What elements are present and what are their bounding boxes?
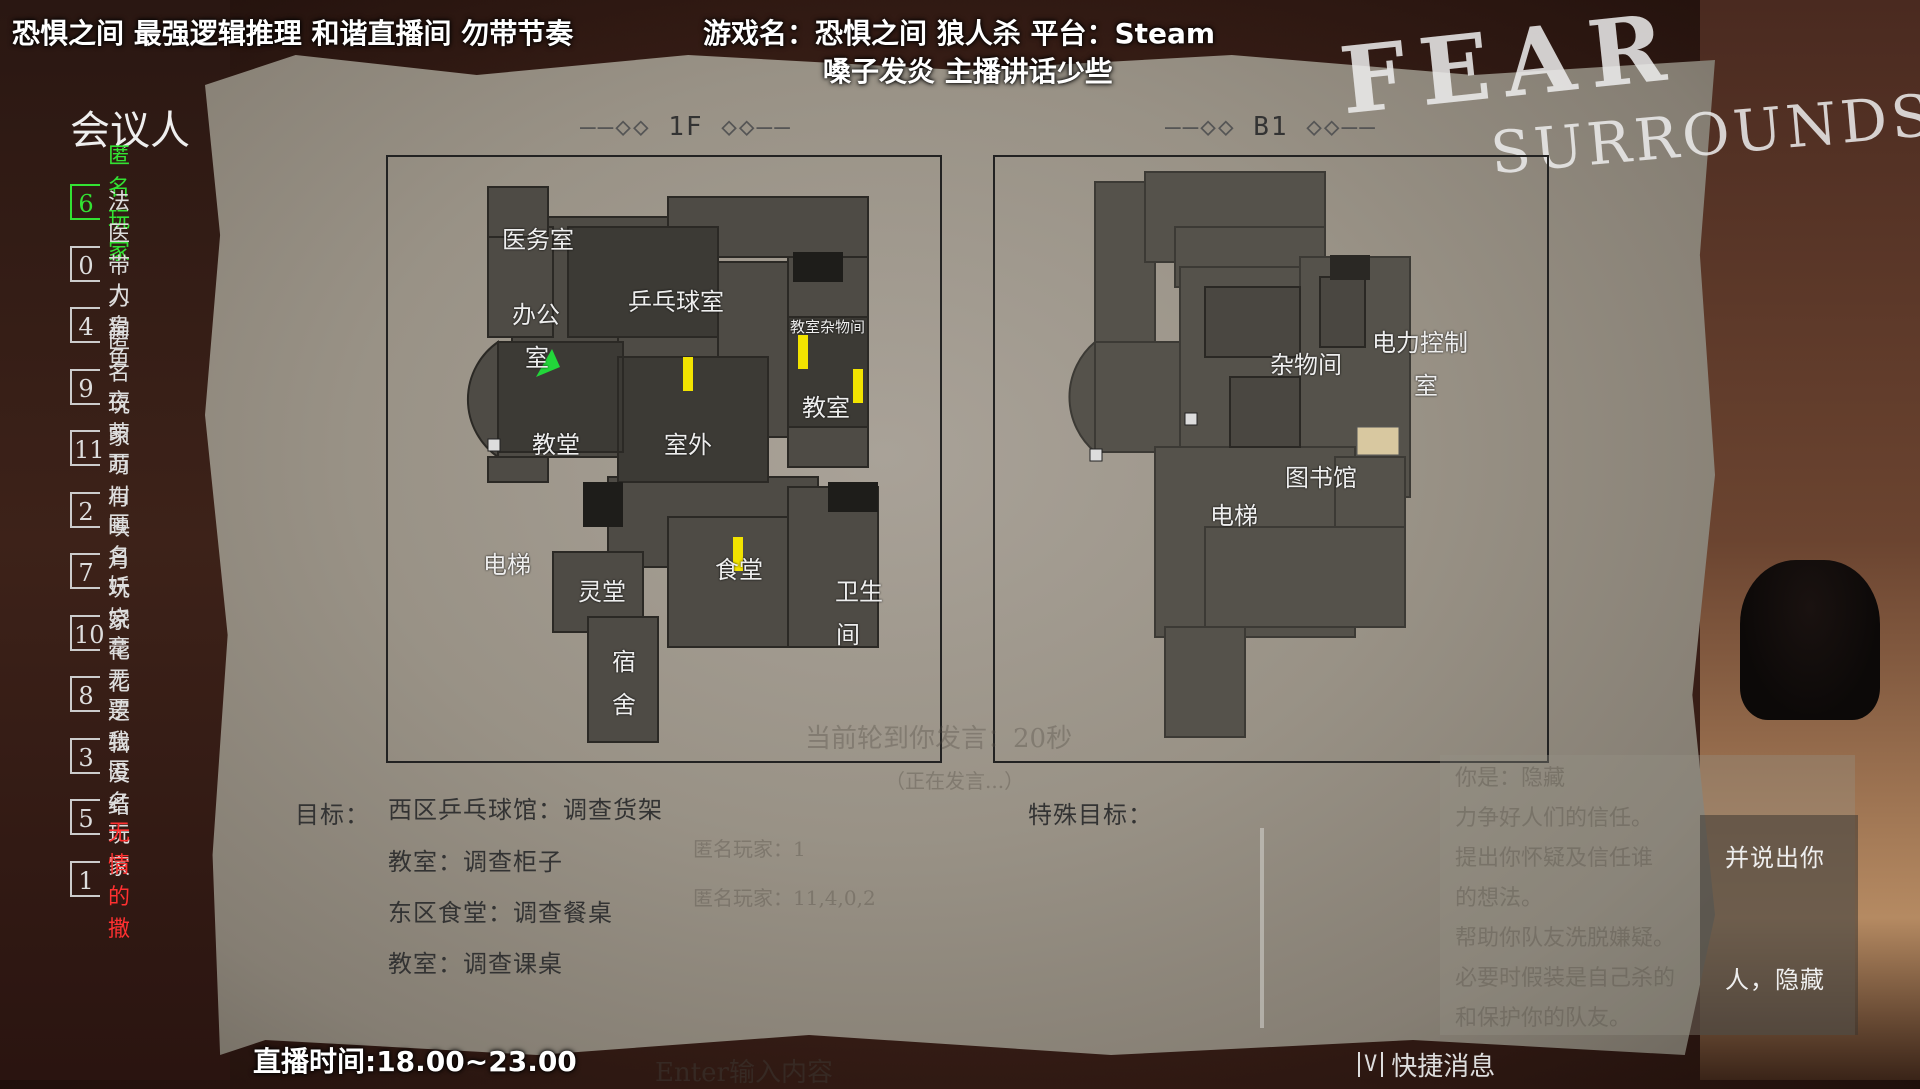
room-elevator-b1: 电梯 [1210, 502, 1258, 530]
vote-line-2: 匿名玩家：11,4,0,2 [693, 886, 876, 910]
role-line: 的想法。 [1455, 886, 1544, 911]
room-dorm-2: 舍 [612, 691, 636, 719]
player-row[interactable]: 0 法医带刀狗 [70, 190, 132, 343]
player-row[interactable]: 4 人皇鱼 [70, 283, 132, 372]
player-number: 9 [70, 368, 100, 405]
room-power-1: 电力控制 [1372, 329, 1468, 357]
player-name: 无情的撒 [108, 820, 133, 942]
vote-line-1: 匿名玩家：1 [693, 837, 806, 861]
player-row[interactable]: 3 票我没结 [70, 698, 132, 819]
stream-game-info: 游戏名：恐惧之间 狼人杀 平台：Steam [703, 17, 1216, 50]
floor1-header: ––◇◇ 1F ◇◇–– [580, 112, 792, 142]
role-line: 力争好人们的信任。 [1455, 806, 1654, 831]
room-outdoor: 室外 [664, 431, 712, 459]
meeting-title: 会议人 [70, 108, 190, 154]
stream-title: 恐惧之间 最强逻辑推理 和谐直播间 勿带节奏 [12, 17, 574, 50]
player-row[interactable]: 6 匿名玩家 [70, 144, 132, 265]
player-number: 3 [70, 737, 100, 774]
special-objective-label: 特殊目标： [1028, 801, 1153, 829]
role-line: 提出你怀疑及信任谁 [1455, 846, 1654, 871]
player-number: 10 [70, 614, 105, 651]
basement-map[interactable] [993, 155, 1549, 763]
room-pingpong: 乒乓球室 [628, 288, 724, 316]
player-name: 匿名玩家 [108, 513, 133, 634]
player-name: 匿名玩家 [108, 328, 133, 450]
player-name: 万川映月 [108, 451, 133, 573]
role-line: 和保护你的队友。 [1455, 1006, 1632, 1031]
player-name: 匿名玩家 [108, 144, 133, 265]
player-number: 2 [70, 491, 100, 528]
background-left [0, 0, 230, 1080]
floor1-map[interactable] [386, 155, 942, 763]
basement-header: ––◇◇ B1 ◇◇–– [1165, 112, 1377, 142]
room-library: 图书馆 [1285, 464, 1357, 492]
player-name: 匿名玩家 [108, 759, 133, 880]
room-office-2: 室 [525, 344, 549, 372]
objective-item: 西区乒乓球馆：调查货架 [388, 796, 663, 824]
room-infirmary: 医务室 [502, 226, 574, 254]
basement-map-shapes [1068, 171, 1411, 738]
player-number: 7 [70, 553, 100, 589]
task-markers [683, 335, 863, 571]
objective-item: 教室：调查柜子 [388, 848, 563, 876]
objective-item: 教室：调查课桌 [388, 950, 563, 978]
vase-decoration [1740, 560, 1880, 720]
player-number: 6 [70, 184, 100, 220]
room-classroom-right: 教室 [802, 394, 850, 422]
room-power-2: 室 [1414, 372, 1438, 400]
stream-notice: 嗓子发炎 主播讲话少些 [823, 55, 1113, 88]
quick-message-label: 快捷消息 [1391, 1052, 1496, 1082]
player-name: 票我没结 [108, 697, 133, 819]
floor1-map-shapes [466, 186, 879, 743]
player-name: 妖娆花花 [108, 574, 133, 696]
role-line: 必要时假装是自己杀的 [1455, 966, 1676, 991]
room-church: 教堂 [532, 431, 580, 459]
role-panel-right [1700, 815, 1858, 1035]
floor1-title: 1F [668, 112, 704, 142]
player-number: 5 [70, 799, 100, 835]
room-toilet-2: 间 [836, 621, 860, 649]
quick-message-key: V [1358, 1052, 1384, 1077]
objective-item: 东区食堂：调查餐桌 [388, 899, 613, 927]
objective-label: 目标： [295, 801, 370, 829]
player-name: 毫无逻辑 [108, 636, 133, 757]
player-number: 4 [70, 307, 100, 343]
room-dorm-1: 宿 [612, 648, 636, 676]
player-name: 法医带刀狗 [108, 189, 133, 343]
player-row[interactable]: 2 万川映月 [70, 452, 132, 573]
quick-message-button[interactable]: V 快捷消息 [1358, 1046, 1495, 1083]
player-row[interactable]: 5 匿名玩家 [70, 759, 132, 880]
player-number: 8 [70, 676, 100, 712]
speaking-status: （正在发言...） [885, 769, 1025, 793]
player-row[interactable]: 9 匿名玩家 [70, 329, 132, 450]
room-office-1: 办公 [512, 301, 560, 329]
player-arrow [536, 349, 560, 377]
room-storage-b1: 杂物间 [1270, 351, 1342, 379]
room-canteen: 食堂 [715, 556, 763, 584]
player-row[interactable]: 8 毫无逻辑 [70, 636, 132, 757]
player-name: 夜萌萌有 [108, 390, 133, 511]
player-row[interactable]: 7 匿名玩家 [70, 513, 132, 634]
room-toilet-1: 卫生 [835, 578, 883, 606]
stream-time: 直播时间:18.00~23.00 [253, 1045, 577, 1078]
room-elevator-1f: 电梯 [483, 551, 531, 579]
role-line: 帮助你队友洗脱嫌疑。 [1455, 926, 1676, 951]
turn-notice: 当前轮到你发言：20秒 [805, 724, 1073, 754]
role-text-right: 并说出你 [1725, 844, 1825, 872]
player-name: 人皇鱼 [108, 283, 133, 372]
player-number: 11 [70, 430, 105, 466]
map-paper [205, 55, 1715, 1055]
basement-title: B1 [1253, 112, 1289, 142]
chat-input[interactable]: Enter输入内容 [655, 1058, 833, 1088]
player-number: 0 [70, 245, 100, 282]
room-mourning: 灵堂 [578, 578, 626, 606]
divider [1260, 828, 1264, 1028]
player-number: 1 [70, 860, 100, 897]
role-text-right: 人，隐藏 [1725, 966, 1825, 994]
room-classroom-storage: 教室杂物间 [790, 318, 866, 336]
player-row[interactable]: 1 无情的撒 [70, 821, 132, 942]
role-line: 你是：隐藏 [1455, 766, 1566, 791]
